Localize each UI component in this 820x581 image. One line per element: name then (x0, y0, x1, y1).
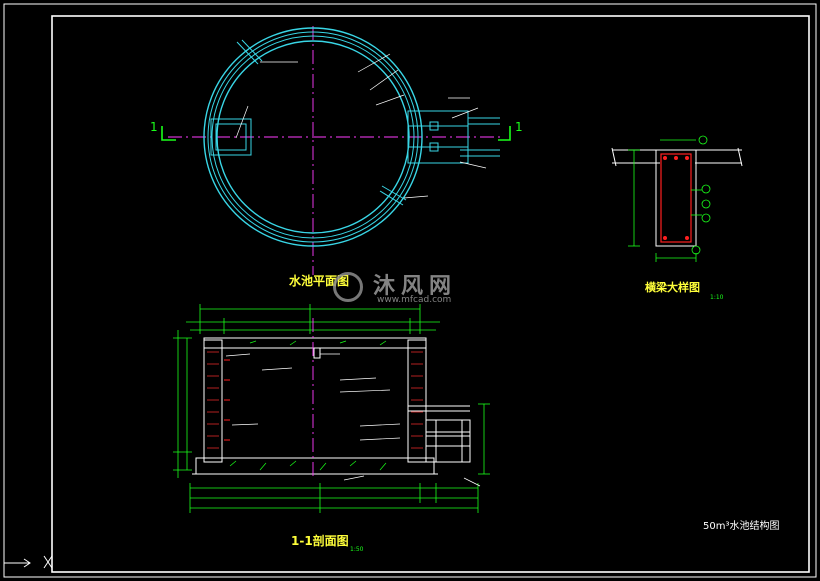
sheet-title: 50m³水池结构图 (703, 521, 780, 532)
tank-wall-left (203, 339, 223, 463)
plan-leader-lines (235, 53, 487, 199)
pipes-on-wall (236, 39, 407, 206)
wall-hatch (207, 351, 423, 449)
section-leader-lines (225, 353, 481, 487)
sheet-outer-border (3, 3, 817, 578)
beam-title: 横梁大样图 (645, 281, 700, 294)
beam-callouts (691, 135, 711, 255)
vent-pipe (313, 347, 321, 359)
beam-detail (611, 135, 743, 262)
tank-roof-slab (203, 337, 427, 349)
tank-wall-ring-2 (207, 31, 419, 243)
ladder (224, 359, 230, 441)
beam-scale: 1:10 (710, 294, 724, 301)
manhole (210, 118, 252, 156)
watermark-logo-icon (333, 272, 363, 302)
section-title: 1-1剖面图 (291, 534, 349, 548)
valve-chamber-section (425, 419, 471, 463)
beam-rebar (663, 156, 689, 240)
section-dimension-right (478, 403, 490, 475)
tank-wall-ring-3 (211, 35, 415, 239)
section-mark-left-label: 1 (150, 120, 158, 134)
beam-stirrup (660, 153, 692, 243)
section-mark-right-label: 1 (515, 120, 523, 134)
tank-outer-wall (203, 27, 423, 247)
slab-hatch (229, 340, 387, 471)
section-scale: 1:50 (350, 546, 364, 553)
tank-inner-wall (216, 40, 410, 234)
watermark-brand: 沐风网 (373, 274, 458, 299)
ucs-icon (4, 555, 53, 569)
tank-base-slab (195, 457, 435, 475)
sheet-inner-border (51, 15, 810, 573)
section-pipes (408, 405, 470, 437)
valve-chamber (407, 110, 500, 164)
plan-view (161, 26, 511, 275)
beam-dimensions (628, 139, 697, 262)
section-dimension-bottom (189, 483, 479, 513)
watermark: 沐风网 www.mfcad.com (333, 268, 493, 308)
section-dimension-left (173, 330, 192, 478)
tank-wall-right (407, 339, 427, 463)
section-mark-right (498, 126, 511, 141)
section-mark-left (161, 126, 176, 141)
watermark-url: www.mfcad.com (377, 295, 452, 305)
section-view (173, 304, 490, 513)
